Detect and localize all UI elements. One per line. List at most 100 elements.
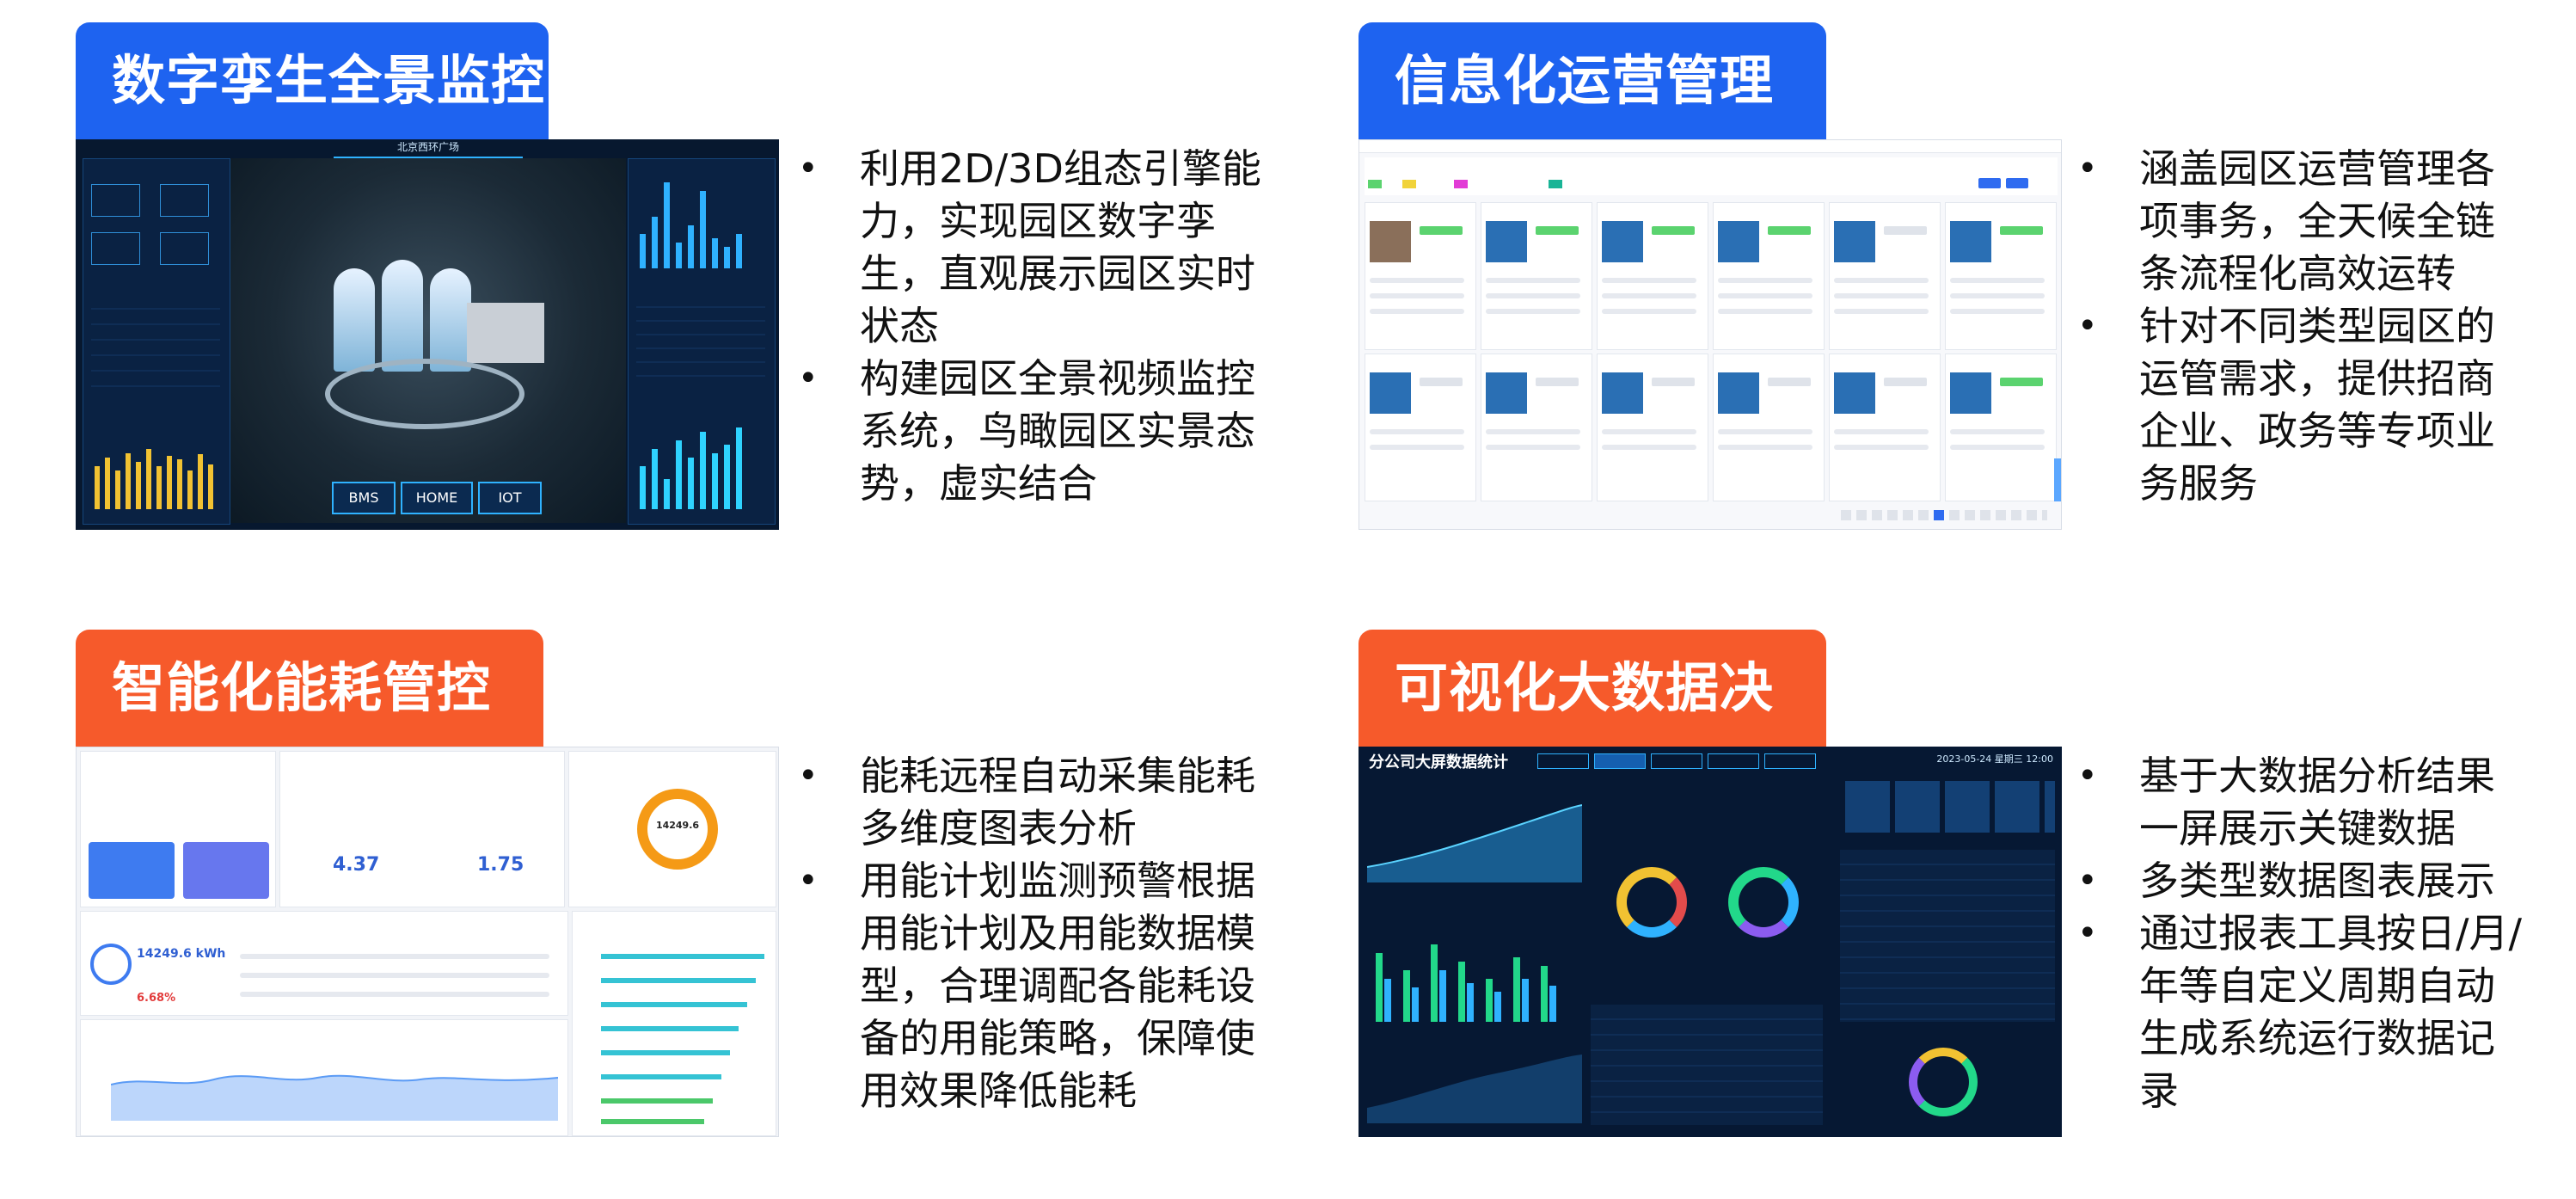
card-status-button[interactable] <box>1652 226 1695 235</box>
big-data-screenshot: 分公司大屏数据统计 2023-05-24 星期三 12:00 <box>1359 747 2062 1137</box>
card-status-button[interactable] <box>1652 378 1695 386</box>
card-detail-line <box>1602 293 1696 298</box>
nav-tab[interactable] <box>1537 753 1589 769</box>
tower <box>382 260 423 372</box>
card-status-button[interactable] <box>1536 226 1579 235</box>
magenta-chip <box>1454 180 1468 188</box>
bullet-list: 能耗远程自动采集能耗多维度图表分析 用能计划监测预警根据用能计划及用能数据模型，… <box>798 750 1262 1117</box>
right-bar-chart-bottom <box>640 427 742 509</box>
card-status-button[interactable] <box>1420 226 1463 235</box>
top-tabs <box>1359 140 2061 153</box>
rank-bar <box>601 1026 739 1031</box>
rank-bar <box>601 1074 721 1079</box>
card-status-button[interactable] <box>1884 226 1927 235</box>
bms-button[interactable]: BMS <box>332 482 396 514</box>
card-detail-line <box>1486 429 1580 434</box>
card-detail-line <box>1486 445 1580 450</box>
pagination[interactable] <box>1841 510 2047 520</box>
tower <box>430 268 471 372</box>
card-detail-line <box>1834 278 1929 283</box>
card-status-button[interactable] <box>2000 226 2043 235</box>
card-thumbnail <box>1718 221 1759 262</box>
analysis-row <box>240 973 549 978</box>
bullet-item: 能耗远程自动采集能耗多维度图表分析 <box>798 750 1262 855</box>
bullet-list: 涵盖园区运营管理各项事务，全天候全链条流程化高效运转 针对不同类型园区的运管需求… <box>2077 143 2524 510</box>
card-thumbnail <box>1370 372 1411 414</box>
energy-icon-ring <box>90 944 132 985</box>
card-detail-line <box>1370 293 1464 298</box>
electric-tile[interactable] <box>89 842 175 899</box>
nav-tab[interactable] <box>1764 753 1816 769</box>
card-detail-line <box>1718 293 1812 298</box>
card-status-button[interactable] <box>2000 378 2043 386</box>
card-thumbnail <box>1602 221 1643 262</box>
left-bar-chart <box>1376 944 1556 1022</box>
card-detail-line <box>1602 278 1696 283</box>
card-detail-line <box>1602 309 1696 314</box>
right-button-grid <box>1840 781 2055 833</box>
banner-title: 智能化能耗管控 <box>76 630 543 747</box>
card-detail-line <box>1370 429 1464 434</box>
nav-tab[interactable] <box>1651 753 1702 769</box>
card-detail-line <box>1370 445 1464 450</box>
rank-bar <box>601 954 764 959</box>
radial-chart <box>1909 1048 1978 1116</box>
card-detail-line <box>1834 309 1929 314</box>
right-bar-chart-top <box>640 182 742 268</box>
building <box>467 303 544 363</box>
bullet-item: 针对不同类型园区的运管需求，提供招商企业、政务等专项业务服务 <box>2077 300 2524 510</box>
banner-title: 可视化大数据决策 <box>1359 630 1826 836</box>
card-detail-line <box>1950 429 2045 434</box>
card-detail-line <box>1370 278 1464 283</box>
side-toolbar[interactable] <box>2054 458 2061 501</box>
daily-analysis-card <box>80 911 568 1016</box>
card-thumbnail <box>1950 372 1991 414</box>
card-detail-line <box>1486 293 1580 298</box>
nav-tab[interactable] <box>1708 753 1759 769</box>
left-area-chart <box>1367 804 1582 882</box>
card-detail-line <box>1486 278 1580 283</box>
nav-tab[interactable] <box>1594 753 1646 769</box>
bullet-list: 基于大数据分析结果一屏展示关键数据 多类型数据图表展示 通过报表工具按日/月/年… <box>2077 750 2524 1117</box>
card-status-button[interactable] <box>1768 378 1811 386</box>
energy-screenshot: 4.37 1.75 14249.6 14249.6 kWh 6.68% <box>76 747 779 1137</box>
bullet-item: 用能计划监测预警根据用能计划及用能数据模型，合理调配各能耗设备的用能策略，保障使… <box>798 855 1262 1117</box>
rank-bar <box>601 1119 704 1124</box>
card-detail-line <box>1602 445 1696 450</box>
card-status-button[interactable] <box>1884 378 1927 386</box>
card-detail-line <box>1718 278 1812 283</box>
card-thumbnail <box>1602 372 1643 414</box>
bullet-item: 通过报表工具按日/月/年等自定义周期自动生成系统运行数据记录 <box>2077 907 2524 1117</box>
banner-title: 数字孪生全景监控 <box>76 22 549 139</box>
card-status-button[interactable] <box>1768 226 1811 235</box>
iot-button[interactable]: IOT <box>478 482 542 514</box>
digital-twin-screenshot: 北京西环广场 BMS HOME IOT <box>76 139 779 530</box>
screen-header: 分公司大屏数据统计 <box>1369 753 1508 772</box>
energy-calc-card <box>279 751 565 907</box>
card-detail-line <box>1950 293 2045 298</box>
analysis-row <box>240 992 549 997</box>
home-button[interactable]: HOME <box>401 482 473 514</box>
card-detail-line <box>1950 309 2045 314</box>
donut-chart-2 <box>1728 867 1799 938</box>
search-button[interactable] <box>1978 178 2001 188</box>
reset-button[interactable] <box>2006 178 2028 188</box>
card-detail-line <box>1834 293 1929 298</box>
current-page[interactable] <box>1934 510 1944 520</box>
operations-screenshot <box>1359 139 2062 530</box>
analysis-row <box>240 954 549 959</box>
card-status-button[interactable] <box>1420 378 1463 386</box>
rank-bar <box>601 1002 747 1007</box>
donut-chart-1 <box>1616 867 1687 938</box>
card-detail-line <box>1718 445 1812 450</box>
card-thumbnail <box>1834 221 1875 262</box>
card-thumbnail <box>1834 372 1875 414</box>
stat-box <box>160 232 209 265</box>
green-chip <box>1368 180 1382 188</box>
water-tile[interactable] <box>183 842 269 899</box>
teal-chip <box>1549 180 1562 188</box>
bullet-item: 基于大数据分析结果一屏展示关键数据 <box>2077 750 2524 855</box>
filter-bar <box>1365 157 2058 195</box>
card-status-button[interactable] <box>1536 378 1579 386</box>
banner-title: 信息化运营管理 <box>1359 22 1826 139</box>
